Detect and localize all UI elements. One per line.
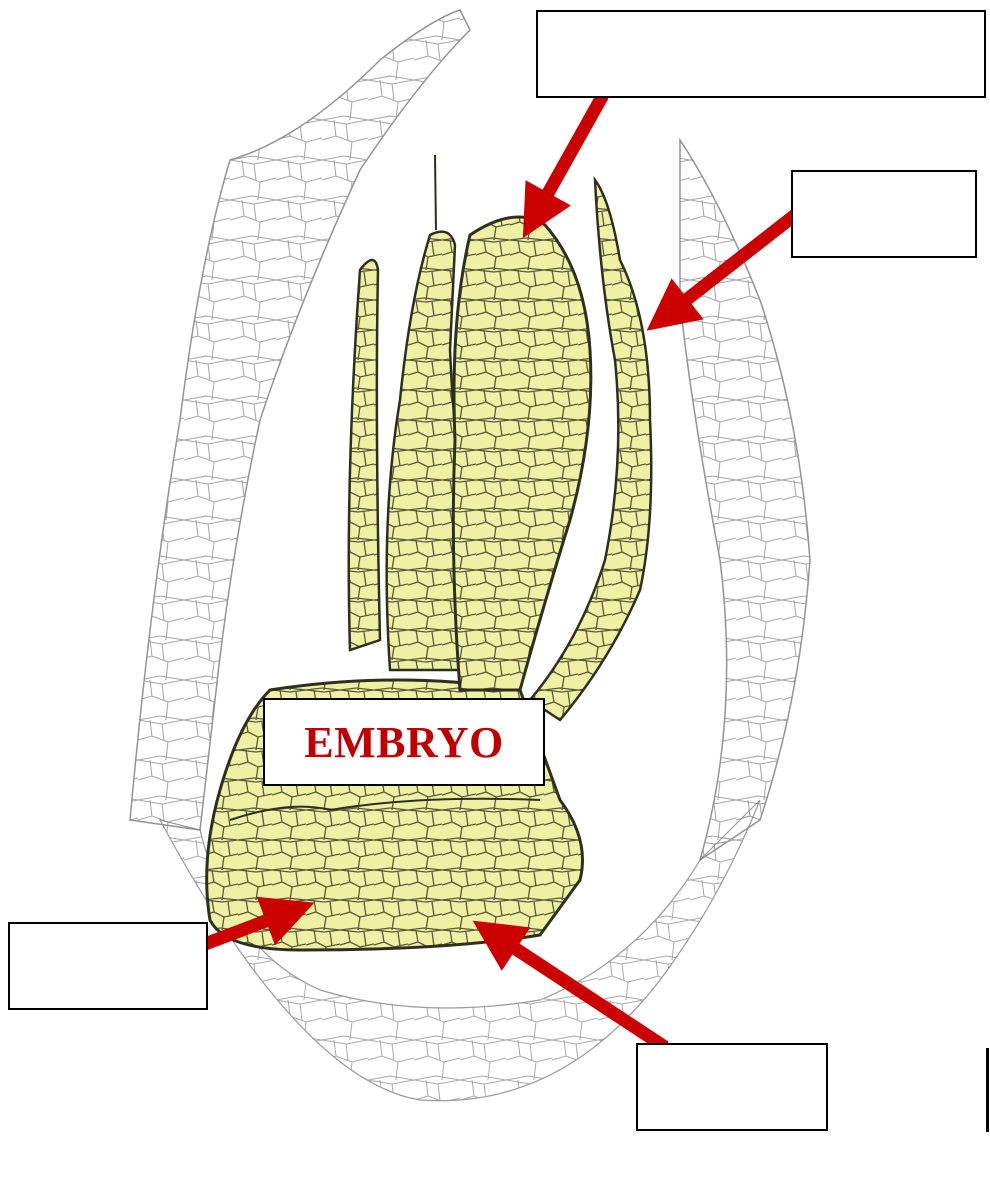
label-box-lower-right[interactable] bbox=[636, 1043, 828, 1131]
label-box-top[interactable] bbox=[536, 10, 986, 98]
arrow-top bbox=[533, 95, 603, 220]
edge-mark bbox=[986, 1048, 989, 1132]
label-box-embryo: EMBRYO bbox=[263, 698, 545, 786]
label-box-lower-left[interactable] bbox=[8, 922, 208, 1010]
label-box-upper-right[interactable] bbox=[791, 170, 977, 258]
embryo-label: EMBRYO bbox=[304, 717, 503, 768]
